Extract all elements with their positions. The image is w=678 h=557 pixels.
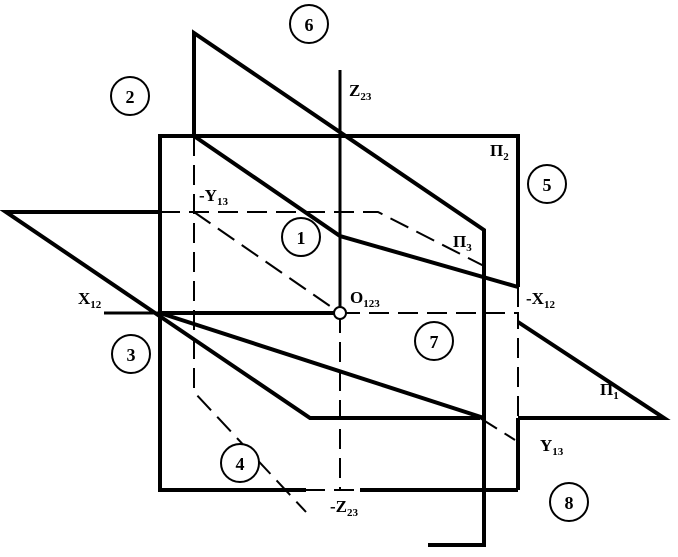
octant-3-label: 3 — [127, 345, 136, 365]
pi3-hidden-edge-left — [193, 136, 307, 513]
neg-y13-axis — [193, 211, 341, 314]
octant-1: 1 — [281, 217, 321, 257]
octant-5: 5 — [527, 164, 567, 204]
octant-2-label: 2 — [126, 87, 135, 107]
octant-7-label: 7 — [430, 332, 439, 352]
label-pi1: Π1 — [600, 380, 619, 402]
label-z23: Z23 — [349, 81, 372, 103]
label-pi3: Π3 — [453, 232, 472, 254]
axis-labels: Z23 -Z23 -Y13 Y13 X12 -X12 O123 Π1 Π2 Π3 — [78, 81, 619, 519]
octant-7: 7 — [414, 321, 454, 361]
diagonal-main — [192, 134, 519, 289]
octant-5-label: 5 — [543, 175, 552, 195]
label-neg-x12: -X12 — [526, 289, 555, 311]
pi1-plane-right — [516, 320, 671, 420]
octant-1-label: 1 — [297, 228, 306, 248]
label-y13: Y13 — [540, 436, 564, 458]
pi1-plane-left — [0, 210, 480, 420]
octant-4: 4 — [220, 443, 260, 483]
origin-point — [333, 306, 347, 320]
axes — [104, 70, 519, 315]
label-o123: O123 — [350, 288, 380, 310]
octant-markers: 1 2 3 4 5 6 7 8 — [110, 4, 589, 522]
pi1-hidden-back-edge — [160, 211, 485, 267]
label-x12: X12 — [78, 289, 102, 311]
pi2-plane-bottom — [158, 418, 306, 492]
label-neg-z23: -Z23 — [330, 497, 359, 519]
octant-8: 8 — [549, 482, 589, 522]
octant-4-label: 4 — [236, 454, 245, 474]
visible-edges — [0, 29, 671, 547]
octant-6-label: 6 — [305, 15, 314, 35]
octant-6: 6 — [289, 4, 329, 44]
label-pi2: Π2 — [490, 141, 509, 163]
octant-3: 3 — [111, 334, 151, 374]
octant-8-label: 8 — [565, 493, 574, 513]
octant-2: 2 — [110, 76, 150, 116]
pi3-plane-top — [192, 29, 486, 547]
neg-x12-axis — [340, 312, 519, 418]
pi-diagonal-front — [159, 311, 485, 420]
label-neg-y13: -Y13 — [199, 186, 228, 208]
